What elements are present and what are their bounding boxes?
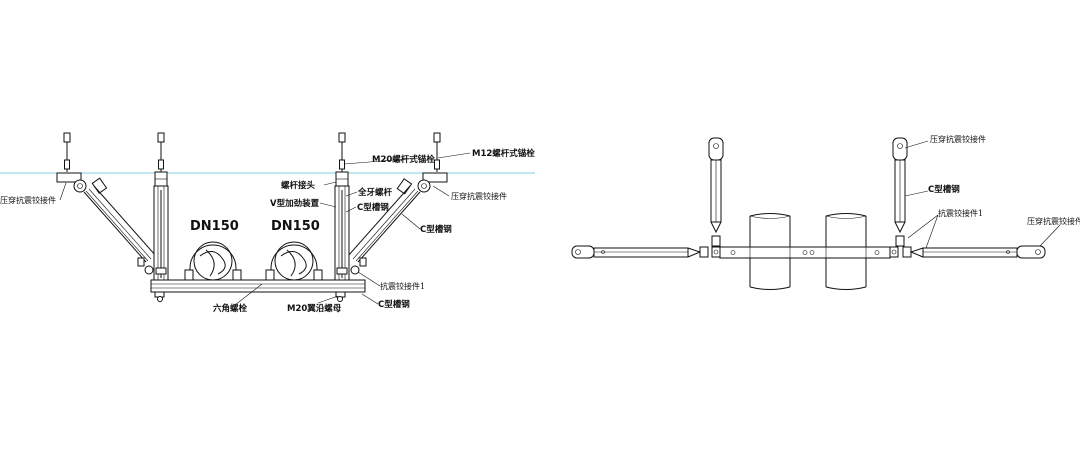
- seismic-hinge-plate-left: [56, 172, 108, 194]
- label-seismic-hinge-right: 压穿抗震铰接件: [451, 191, 507, 201]
- plan-brace-left: [571, 245, 721, 259]
- label-v-stiffener: V型加劲装置: [270, 198, 320, 209]
- label-m12-anchor: M12螺杆式锚栓: [472, 148, 535, 159]
- label-m20-anchor: M20螺杆式锚栓: [372, 154, 435, 165]
- seismic-hinge-plate-right: [396, 172, 448, 195]
- diagonal-brace-right: [347, 185, 421, 275]
- plan-main-channel: [719, 246, 891, 259]
- right-view: 压穿抗震铰接件 C型槽钢 抗震铰接件1 压穿抗震铰接件: [571, 134, 1080, 290]
- anchor-bolt-1: [63, 132, 71, 172]
- vertical-hanger-right: [334, 171, 350, 281]
- right-view-leaders: [904, 140, 1061, 249]
- pipe-clamp-2: [265, 241, 323, 281]
- bottom-c-channel: [150, 279, 366, 302]
- label-c-channel-vertical: C型槽钢: [357, 202, 389, 213]
- label-plan-seismic-hinge-right: 压穿抗震铰接件: [1027, 216, 1080, 226]
- anchor-bolt-3: [338, 132, 346, 172]
- label-plan-seismic-hinge-top: 压穿抗震铰接件: [930, 134, 986, 144]
- label-seismic-hinge-left: 压穿抗震铰接件: [0, 195, 56, 205]
- plan-brace-right: [889, 245, 1046, 259]
- diagonal-brace-left: [83, 185, 157, 275]
- left-view: DN150 DN150 M20螺杆式锚栓 M12螺杆式锚栓 螺杆接头 全牙螺杆 …: [0, 132, 535, 314]
- plan-hanger-right: [892, 137, 908, 247]
- pipe-clamp-1: [184, 241, 242, 281]
- label-full-thread-rod: 全牙螺杆: [357, 187, 393, 198]
- label-c-channel-diagonal: C型槽钢: [420, 224, 452, 235]
- label-seismic-hinge-1: 抗震铰接件1: [380, 281, 425, 291]
- label-c-channel-bottom: C型槽钢: [378, 299, 410, 310]
- label-hex-bolt: 六角螺栓: [213, 303, 248, 314]
- pipe-label-2: DN150: [271, 219, 320, 234]
- vertical-hanger-left: [153, 171, 169, 281]
- label-plan-seismic-hinge-1: 抗震铰接件1: [938, 208, 983, 218]
- anchor-bolt-2: [157, 132, 165, 172]
- anchor-bolt-4: [433, 132, 441, 172]
- label-rod-connector: 螺杆接头: [281, 180, 316, 191]
- plan-hanger-left: [708, 137, 724, 247]
- label-plan-c-channel: C型槽钢: [928, 184, 960, 195]
- label-m20-flange-nut: M20翼沿螺母: [287, 303, 342, 314]
- pipe-label-1: DN150: [190, 219, 239, 234]
- left-view-leaders: [59, 152, 471, 306]
